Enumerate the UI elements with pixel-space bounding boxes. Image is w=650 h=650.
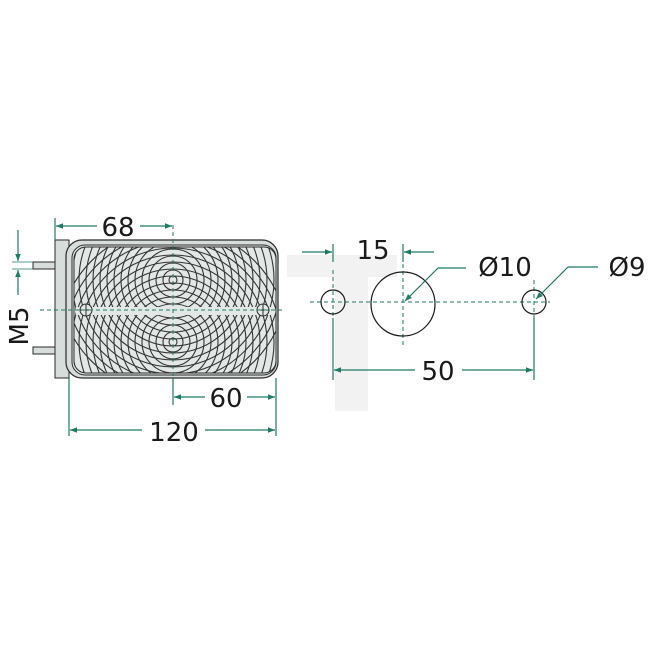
dimension-diameter-10: Ø10: [478, 253, 532, 283]
dimension-68: 68: [101, 213, 134, 243]
hole-dimensions: [302, 244, 598, 380]
dimension-diameter-9: Ø9: [608, 253, 645, 283]
lens-divider: [76, 307, 274, 315]
dimension-15: 15: [356, 236, 389, 266]
watermark-shape: [287, 255, 397, 411]
large-hole-center: [370, 271, 436, 337]
hole-pattern-centerlines: [310, 250, 550, 348]
dimension-60: 60: [209, 384, 242, 414]
small-hole-left: [320, 289, 346, 315]
small-hole-right: [521, 289, 547, 315]
dimension-m5: M5: [5, 307, 35, 346]
center-lines: [40, 225, 285, 395]
dimension-50: 50: [421, 357, 454, 387]
lens-edge: [73, 246, 277, 374]
lamp-dimensions: [12, 218, 277, 436]
dimension-120: 120: [149, 418, 199, 448]
mounting-holes: [320, 271, 547, 337]
